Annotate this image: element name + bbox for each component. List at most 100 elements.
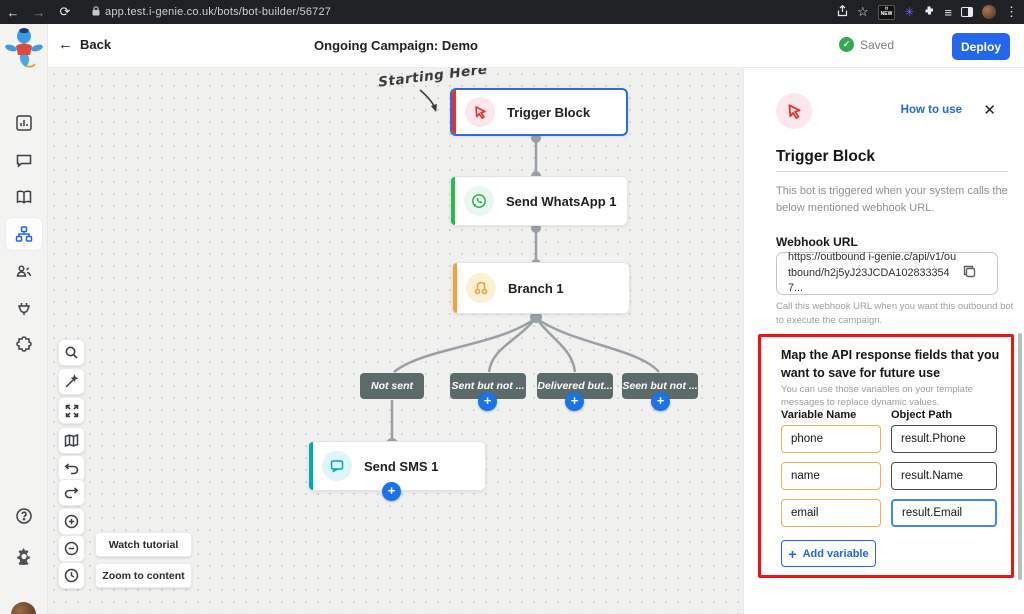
menu-dots-icon[interactable]: ⋮ (1005, 4, 1018, 19)
sidebar-item-settings[interactable] (6, 540, 42, 572)
webhook-help-text: Call this webhook URL when you want this… (776, 301, 1014, 326)
plus-icon: + (788, 545, 797, 562)
back-label: Back (80, 37, 112, 52)
zoom-in-button[interactable] (58, 508, 85, 535)
add-variable-button[interactable]: + Add variable (781, 540, 876, 567)
gear-icon (17, 548, 30, 565)
panel-scrollbar[interactable] (1018, 333, 1022, 580)
sidebar-item-help[interactable] (6, 500, 42, 532)
sidebar-item-analytics[interactable] (6, 107, 42, 139)
sidebar-item-apps[interactable] (6, 329, 42, 361)
fullscreen-button[interactable] (58, 397, 85, 424)
close-icon[interactable]: ✕ (983, 102, 996, 119)
object-path-column-label: Object Path (891, 409, 953, 421)
sidebar-item-library[interactable] (6, 181, 42, 213)
zoom-out-button[interactable] (58, 535, 85, 562)
sms-accent-stripe (309, 442, 313, 490)
panel-title: Trigger Block (776, 148, 876, 165)
node-label: Trigger Block (507, 104, 591, 120)
trigger-panel-icon (776, 93, 812, 129)
redo-button[interactable] (58, 479, 85, 506)
reading-list-icon[interactable]: ≡ (944, 4, 952, 20)
expand-icon (65, 404, 78, 417)
users-icon (16, 265, 32, 277)
canvas-search-button[interactable] (58, 339, 85, 366)
variable-name-input[interactable] (781, 462, 881, 490)
zoom-in-icon (64, 514, 79, 529)
undo-button[interactable] (58, 455, 85, 482)
watch-tutorial-button[interactable]: Watch tutorial (95, 532, 192, 557)
back-icon[interactable]: ← (6, 4, 20, 20)
variable-name-input[interactable] (781, 499, 881, 527)
page-title: Ongoing Campaign: Demo (314, 38, 478, 53)
bar-chart-icon (16, 115, 32, 131)
sidebar-item-bot-builder[interactable] (6, 218, 42, 250)
whatsapp-icon (464, 186, 494, 216)
minimap-button[interactable] (58, 427, 85, 454)
trigger-block-panel: How to use ✕ Trigger Block This bot is t… (743, 68, 1024, 614)
annotation-red-box: Map the API response fields that you wan… (758, 334, 1014, 578)
zoom-out-icon (64, 541, 79, 556)
zoom-to-content-button[interactable]: Zoom to content (95, 563, 192, 588)
history-button[interactable] (58, 562, 85, 589)
new-badge[interactable]: ⌑NEW (877, 4, 896, 20)
panel-divider (776, 171, 1008, 172)
wand-icon (65, 374, 79, 388)
add-node-button[interactable]: + (478, 392, 497, 411)
left-sidebar (0, 24, 48, 614)
undo-icon (64, 463, 79, 475)
sms-icon (322, 451, 352, 481)
profile-avatar[interactable] (982, 5, 996, 19)
object-path-input[interactable] (891, 462, 997, 490)
puzzle-icon (16, 336, 32, 352)
user-avatar[interactable] (11, 602, 36, 614)
object-path-input-focused[interactable] (891, 499, 997, 527)
deploy-button[interactable]: Deploy (952, 33, 1010, 60)
sparkle-icon[interactable]: ✳ (904, 5, 915, 19)
address-bar[interactable]: app.test.i-genie.co.uk/bots/bot-builder/… (105, 6, 332, 18)
copy-icon[interactable] (962, 264, 977, 284)
side-panel-icon[interactable] (961, 7, 973, 17)
object-path-input[interactable] (891, 425, 997, 453)
how-to-use-link[interactable]: How to use (900, 104, 962, 116)
auto-layout-button[interactable] (58, 368, 85, 395)
sidebar-item-contacts[interactable] (6, 255, 42, 287)
search-icon (65, 346, 78, 359)
back-button[interactable]: ← Back (58, 36, 111, 53)
history-icon (64, 568, 79, 583)
plug-icon (17, 303, 31, 315)
node-label: Branch 1 (508, 280, 564, 296)
flow-canvas[interactable]: Starting Here Trigger Block Send WhatsAp… (48, 68, 743, 614)
save-status: ✓ Saved (838, 37, 894, 52)
variable-name-column-label: Variable Name (781, 409, 857, 421)
map-section-subtitle: You can use those variables on your temp… (781, 384, 973, 409)
chat-icon (16, 154, 32, 168)
branch-icon (466, 273, 496, 303)
webhook-url-label: Webhook URL (776, 235, 858, 249)
saved-check-icon: ✓ (838, 37, 854, 52)
branch-chip-not-sent[interactable]: Not sent (360, 373, 424, 399)
sidebar-item-conversations[interactable] (6, 144, 42, 176)
add-node-button[interactable]: + (565, 392, 584, 411)
node-trigger-block[interactable]: Trigger Block (450, 88, 628, 136)
node-send-whatsapp[interactable]: Send WhatsApp 1 (450, 176, 628, 226)
forward-icon[interactable]: → (32, 4, 46, 20)
sidebar-item-integrations[interactable] (6, 292, 42, 324)
map-section-title: Map the API response fields that you wan… (781, 348, 1000, 381)
flow-icon (15, 226, 33, 242)
share-icon[interactable] (837, 4, 848, 20)
help-icon (16, 508, 32, 524)
genie-logo[interactable] (2, 26, 46, 70)
cursor-icon (787, 103, 801, 119)
node-branch[interactable]: Branch 1 (452, 262, 630, 314)
branch-accent-stripe (453, 263, 457, 313)
add-node-button[interactable]: + (651, 392, 670, 411)
reload-icon[interactable]: ⟳ (59, 4, 71, 19)
webhook-url-box[interactable]: https://outbound i-genie.c/api/v1/outbou… (776, 251, 998, 295)
add-node-button[interactable]: + (382, 482, 401, 501)
star-icon[interactable]: ☆ (857, 4, 869, 19)
variable-name-input[interactable] (781, 425, 881, 453)
extension-icon[interactable] (923, 5, 935, 20)
whatsapp-accent-stripe (451, 177, 455, 225)
trigger-accent-stripe (452, 90, 456, 134)
